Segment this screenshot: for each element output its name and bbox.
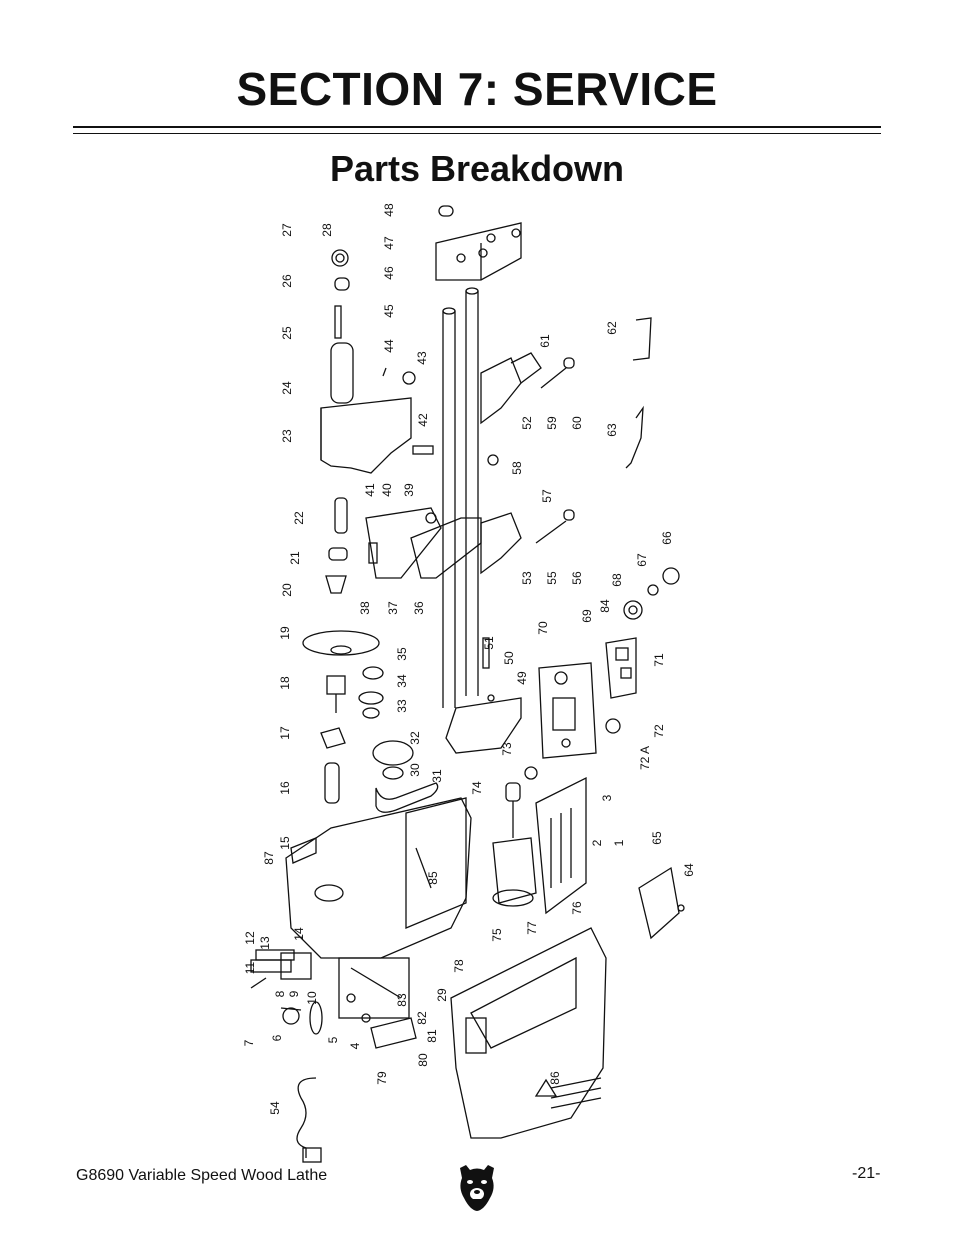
callout-22: 22 <box>292 511 306 525</box>
callout-59: 59 <box>545 416 559 430</box>
callout-29: 29 <box>435 988 449 1002</box>
callout-75: 75 <box>490 928 504 942</box>
callout-58: 58 <box>510 461 524 475</box>
callout-17: 17 <box>278 726 292 740</box>
callout-13: 13 <box>258 936 272 950</box>
callout-26: 26 <box>280 274 294 288</box>
callout-67: 67 <box>635 553 649 567</box>
callout-49: 49 <box>515 671 529 685</box>
callout-35: 35 <box>395 647 409 661</box>
callout-16: 16 <box>278 781 292 795</box>
callout-60: 60 <box>570 416 584 430</box>
callout-61: 61 <box>538 334 552 348</box>
callout-31: 31 <box>430 769 444 783</box>
callout-43: 43 <box>415 351 429 365</box>
callout-68: 68 <box>610 573 624 587</box>
callout-38: 38 <box>358 601 372 615</box>
callout-42: 42 <box>416 413 430 427</box>
callout-85: 85 <box>426 871 440 885</box>
callout-41: 41 <box>363 483 377 497</box>
callout-39: 39 <box>402 483 416 497</box>
callout-86: 86 <box>548 1071 562 1085</box>
callout-69: 69 <box>580 609 594 623</box>
callout-2: 2 <box>590 839 604 846</box>
callout-32: 32 <box>408 731 422 745</box>
callout-80: 80 <box>416 1053 430 1067</box>
callout-56: 56 <box>570 571 584 585</box>
callout-76: 76 <box>570 901 584 915</box>
callout-53: 53 <box>520 571 534 585</box>
callout-36: 36 <box>412 601 426 615</box>
callout-62: 62 <box>605 321 619 335</box>
bear-head-logo <box>456 1164 498 1212</box>
callout-51: 51 <box>482 636 496 650</box>
callout-7: 7 <box>242 1039 256 1046</box>
callout-73: 73 <box>500 742 514 756</box>
callout-45: 45 <box>382 304 396 318</box>
callout-20: 20 <box>280 583 294 597</box>
callout-78: 78 <box>452 959 466 973</box>
callout-15: 15 <box>278 836 292 850</box>
callout-71: 71 <box>652 653 666 667</box>
callout-77: 77 <box>525 921 539 935</box>
callout-11: 11 <box>243 961 257 974</box>
callout-79: 79 <box>375 1071 389 1085</box>
callout-64: 64 <box>682 863 696 877</box>
callout-44: 44 <box>382 339 396 353</box>
callout-72: 72 <box>652 724 666 738</box>
diagram-line-art <box>250 205 685 1163</box>
callout-40: 40 <box>380 483 394 497</box>
callout-1: 1 <box>612 839 626 846</box>
callout-66: 66 <box>660 531 674 545</box>
callout-55: 55 <box>545 571 559 585</box>
callout-65: 65 <box>650 831 664 845</box>
callout-82: 82 <box>415 1011 429 1025</box>
callout-9: 9 <box>287 990 301 997</box>
callout-21: 21 <box>288 551 302 565</box>
parts-breakdown-heading: Parts Breakdown <box>329 148 625 189</box>
callout-46: 46 <box>382 266 396 280</box>
callout-84: 84 <box>598 599 612 613</box>
callout-24: 24 <box>280 381 294 395</box>
callout-23: 23 <box>280 429 294 443</box>
callout-28: 28 <box>320 223 334 237</box>
callout-83: 83 <box>395 993 409 1007</box>
footer-model-text: G8690 Variable Speed Wood Lathe <box>76 1167 328 1184</box>
section-title: SECTION 7: SERVICE <box>236 63 718 115</box>
callout-4: 4 <box>348 1042 362 1049</box>
callout-6: 6 <box>270 1034 284 1041</box>
page-number: -21- <box>852 1165 881 1182</box>
callout-19: 19 <box>278 626 292 640</box>
callout-25: 25 <box>280 326 294 340</box>
callout-18: 18 <box>278 676 292 690</box>
callout-3: 3 <box>600 794 614 801</box>
callout-12: 12 <box>243 931 257 945</box>
callout-8: 8 <box>273 990 287 997</box>
callout-70: 70 <box>536 621 550 635</box>
callout-33: 33 <box>395 699 409 713</box>
callout-50: 50 <box>502 651 516 665</box>
callout-57: 57 <box>540 489 554 503</box>
callout-54: 54 <box>268 1101 282 1115</box>
double-rule-divider <box>73 126 881 136</box>
callout-72a: 72 A <box>638 746 652 770</box>
callout-37: 37 <box>386 601 400 615</box>
callout-74: 74 <box>470 781 484 795</box>
callout-47: 47 <box>382 236 396 250</box>
callout-30: 30 <box>408 763 422 777</box>
callout-14: 14 <box>292 927 306 941</box>
callout-10: 10 <box>305 991 319 1005</box>
callout-34: 34 <box>395 674 409 688</box>
callout-81: 81 <box>425 1029 439 1043</box>
callout-87: 87 <box>262 851 276 865</box>
callout-5: 5 <box>326 1036 340 1043</box>
callout-63: 63 <box>605 423 619 437</box>
callout-27: 27 <box>280 223 294 237</box>
callout-52: 52 <box>520 416 534 430</box>
callout-48: 48 <box>382 203 396 217</box>
